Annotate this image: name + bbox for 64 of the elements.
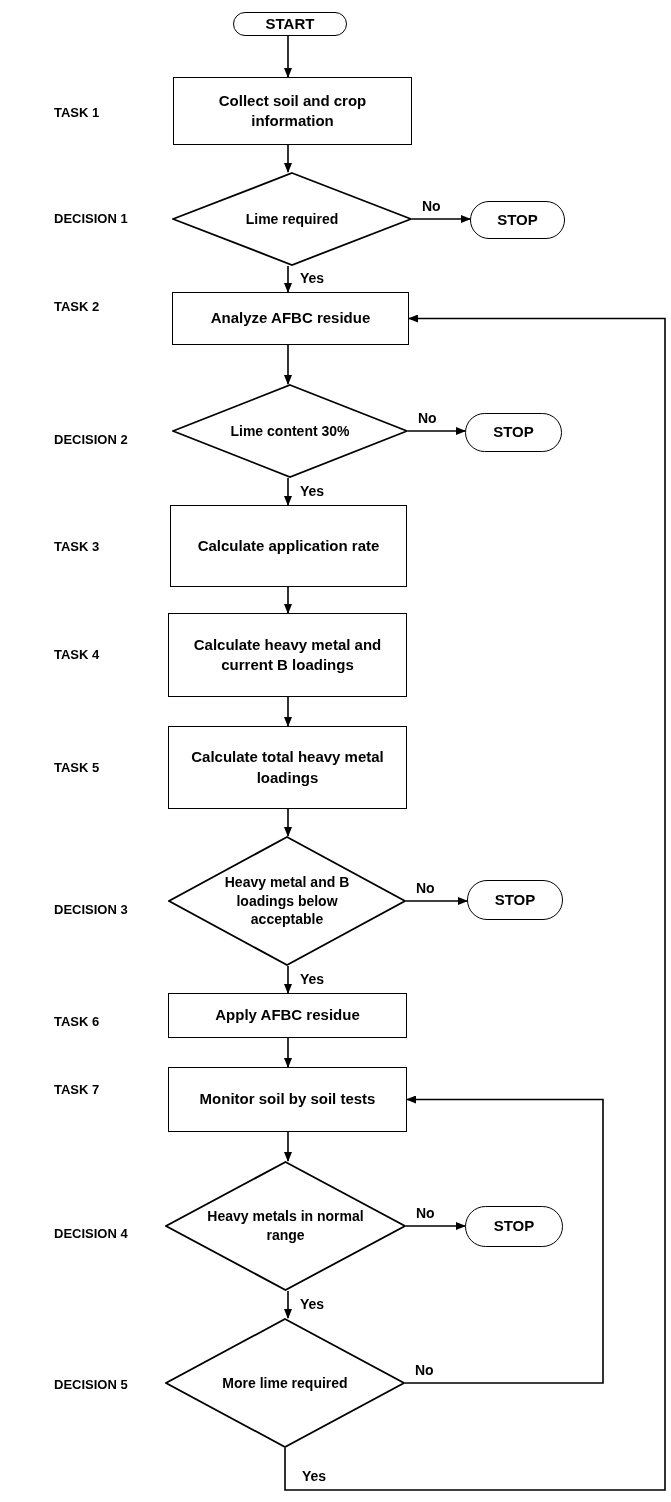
node-text: Analyze AFBC residue — [210, 308, 371, 329]
node-text: Calculate total heavy metal loadings — [190, 747, 385, 788]
decision-diamond — [165, 1161, 406, 1291]
node-text: More lime required — [221, 1373, 349, 1393]
node-text: STOP — [497, 209, 538, 230]
process-box — [173, 77, 412, 145]
node-text: Monitor soil by soil tests — [199, 1089, 376, 1110]
process-box — [168, 993, 407, 1038]
arrow — [284, 144, 292, 173]
terminal-pill — [465, 1206, 563, 1247]
arrow — [284, 344, 292, 385]
arrow — [407, 427, 466, 435]
process-box — [168, 726, 407, 809]
process-box — [168, 613, 407, 697]
arrow — [404, 1095, 604, 1384]
node-text: Heavy metal and B loadings below acceptable — [223, 872, 351, 930]
arrow — [284, 477, 292, 506]
step-label: TASK 6 — [54, 1013, 100, 1031]
node-text: STOP — [493, 1216, 535, 1237]
node-text: Apply AFBC residue — [215, 1005, 360, 1026]
arrow — [284, 1131, 292, 1162]
arrow — [284, 314, 666, 1491]
step-label: DECISION 1 — [54, 210, 128, 228]
process-box — [172, 292, 409, 345]
node-text: Lime required — [244, 209, 340, 229]
terminal-pill — [470, 201, 565, 239]
process-box — [170, 505, 407, 587]
arrow — [284, 1290, 292, 1319]
arrow — [284, 35, 292, 78]
step-label: DECISION 2 — [54, 431, 128, 449]
step-label: TASK 4 — [54, 646, 100, 664]
node-text: Lime content 30% — [229, 421, 351, 441]
terminal-pill — [467, 880, 563, 920]
step-label: TASK 7 — [54, 1081, 100, 1099]
node-text: STOP — [493, 422, 534, 443]
decision-diamond — [172, 384, 408, 478]
arrow — [284, 965, 292, 994]
step-label: DECISION 5 — [54, 1376, 128, 1394]
terminal-pill — [233, 12, 347, 36]
arrow — [284, 265, 292, 293]
node-text: START — [265, 13, 315, 34]
decision-diamond — [172, 172, 412, 266]
decision-diamond — [168, 836, 406, 966]
step-label: TASK 2 — [54, 298, 100, 316]
node-text: STOP — [494, 889, 536, 910]
step-label: TASK 1 — [54, 104, 100, 122]
arrow — [411, 215, 471, 223]
node-text: Collect soil and crop information — [217, 90, 368, 131]
step-label: DECISION 4 — [54, 1225, 128, 1243]
arrow — [284, 808, 292, 837]
node-text: Heavy metals in normal range — [206, 1207, 365, 1245]
process-box — [168, 1067, 407, 1132]
node-text: Calculate heavy metal and current B loadings — [192, 634, 383, 675]
terminal-pill — [465, 413, 562, 452]
step-label: TASK 5 — [54, 759, 100, 777]
arrow — [284, 696, 292, 727]
decision-diamond — [165, 1318, 405, 1448]
arrow — [405, 897, 468, 905]
step-label: TASK 3 — [54, 538, 100, 556]
arrow — [284, 1037, 292, 1068]
arrow — [284, 586, 292, 614]
node-text: Calculate application rate — [197, 535, 380, 556]
arrow — [405, 1222, 466, 1230]
step-label: DECISION 3 — [54, 901, 128, 919]
